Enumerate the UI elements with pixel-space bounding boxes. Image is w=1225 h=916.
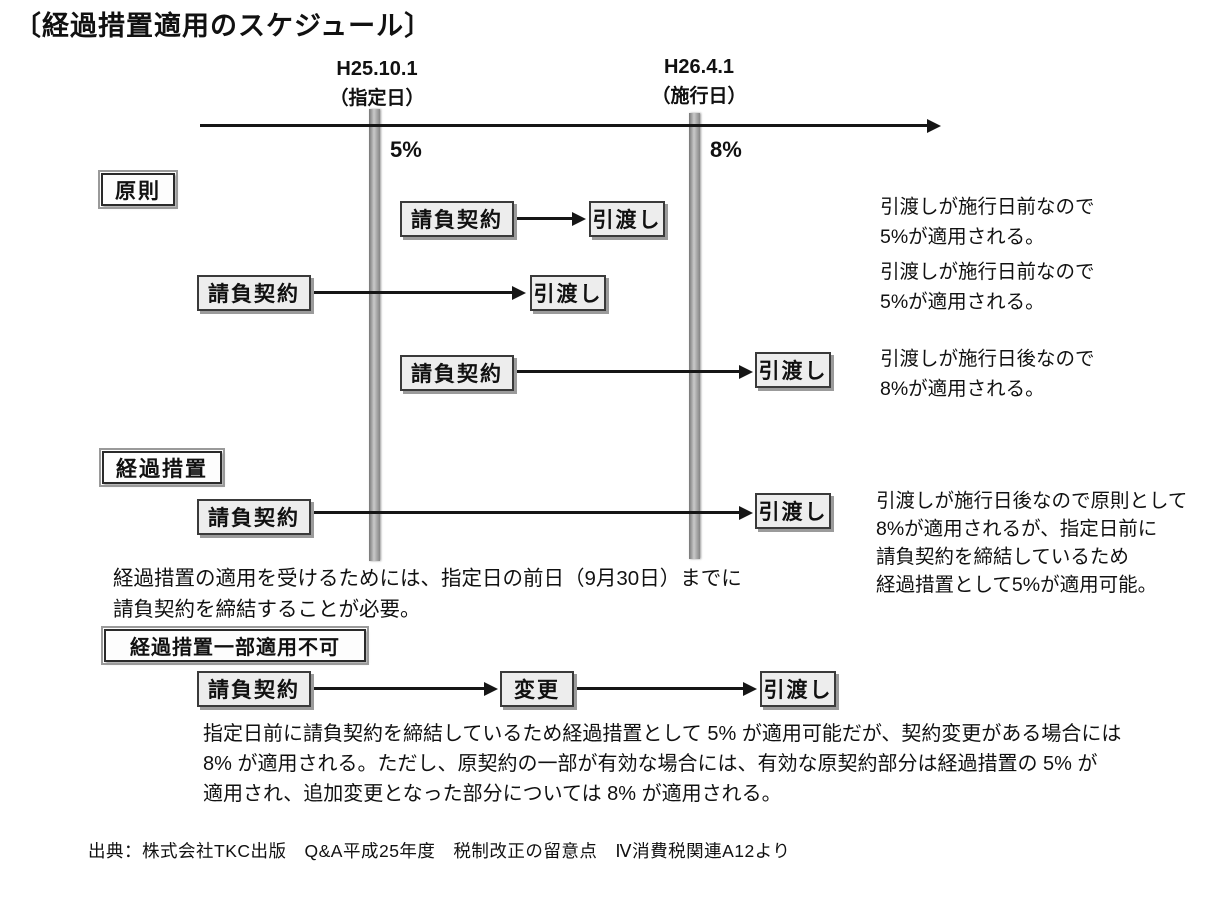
note-row3: 引渡しが施行日後なので 8%が適用される。 (880, 344, 1095, 404)
enforcement-date-bar (689, 113, 700, 559)
paragraph-line: 8% が適用される。ただし、原契約の一部が有効な場合には、有効な原契約部分は経過… (203, 753, 1098, 775)
transitional-explanation: 経過措置の適用を受けるためには、指定日の前日（9月30日）までに 請負契約を締結… (113, 563, 742, 625)
note-line: 請負契約を締結しているため (876, 546, 1129, 568)
note-row4: 引渡しが施行日後なので原則として 8%が適用されるが、指定日前に 請負契約を締結… (876, 487, 1187, 599)
note-line: 8%が適用される。 (880, 378, 1045, 400)
note-line: 経過措置として5%が適用可能。 (876, 574, 1158, 596)
note-line: 5%が適用される。 (880, 291, 1045, 313)
designated-date-sublabel: （指定日） (329, 88, 425, 109)
section-transitional-label: 経過措置 (99, 448, 225, 487)
source-text: 出典：株式会社TKC出版 Q&A平成25年度 税制改正の留意点 Ⅳ消費税関連A1… (88, 841, 791, 861)
note-line: 引渡しが施行日前なので (880, 196, 1095, 218)
section-partial-label: 経過措置一部適用不可 (101, 626, 369, 665)
delivery-box: 引渡し (589, 201, 665, 237)
paragraph-line: 経過措置の適用を受けるためには、指定日の前日（9月30日）までに (113, 567, 742, 590)
timeline-arrow (200, 124, 928, 127)
note-row2: 引渡しが施行日前なので 5%が適用される。 (880, 257, 1095, 317)
enforcement-date-sublabel: （施行日） (651, 86, 747, 107)
note-line: 引渡しが施行日前なので (880, 261, 1095, 283)
delivery-box: 引渡し (760, 671, 836, 707)
flow-arrow (517, 217, 573, 220)
rate-after-label: 8% (710, 137, 742, 162)
flow-arrow (517, 370, 740, 373)
note-line: 引渡しが施行日後なので原則として (876, 490, 1188, 512)
contract-box: 請負契約 (197, 671, 311, 707)
partial-explanation: 指定日前に請負契約を締結しているため経過措置として 5% が適用可能だが、契約変… (203, 719, 1121, 809)
change-box: 変更 (500, 671, 574, 707)
paragraph-line: 指定日前に請負契約を締結しているため経過措置として 5% が適用可能だが、契約変… (203, 723, 1122, 745)
page-title: 〔経過措置適用のスケジュール〕 (14, 11, 433, 41)
designated-date-bar (369, 109, 380, 561)
note-row1: 引渡しが施行日前なので 5%が適用される。 (880, 192, 1095, 252)
flow-arrow (313, 687, 485, 690)
paragraph-line: 請負契約を締結することが必要。 (113, 598, 421, 621)
delivery-box: 引渡し (530, 275, 606, 311)
contract-box: 請負契約 (400, 201, 514, 237)
flow-arrow (576, 687, 744, 690)
note-line: 5%が適用される。 (880, 226, 1045, 248)
rate-before-label: 5% (390, 137, 422, 162)
contract-box: 請負契約 (197, 499, 311, 535)
delivery-box: 引渡し (755, 352, 831, 388)
enforcement-date-label: H26.4.1 (663, 56, 735, 78)
note-line: 8%が適用されるが、指定日前に (876, 518, 1158, 540)
note-line: 引渡しが施行日後なので (880, 348, 1095, 370)
contract-box: 請負契約 (197, 275, 311, 311)
flow-arrow (313, 291, 513, 294)
designated-date-label: H25.10.1 (336, 58, 418, 80)
flow-arrow (313, 511, 740, 514)
paragraph-line: 適用され、追加変更となった部分については 8% が適用される。 (203, 783, 782, 805)
contract-box: 請負契約 (400, 355, 514, 391)
section-principle-label: 原則 (98, 170, 178, 209)
delivery-box: 引渡し (755, 493, 831, 529)
